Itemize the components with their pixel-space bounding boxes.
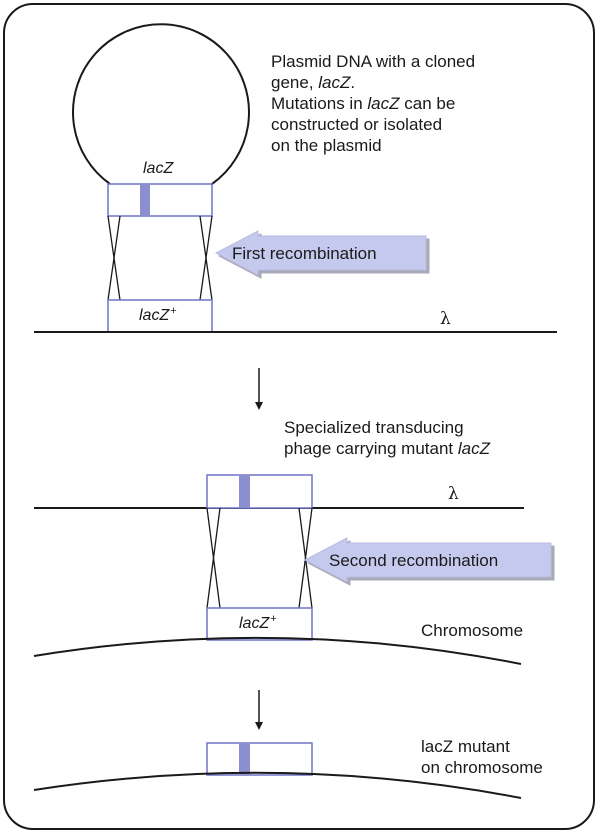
transducing-caption-line-2: phage carrying mutant lacZ [284,438,490,459]
plasmid-description-line-2: gene, lacZ. [271,72,355,93]
plasmid-description-gene: lacZ [318,73,351,92]
chromosome-curve-bottom [33,771,522,799]
plasmid-mutation-band [140,184,150,216]
transducing-mutation-band [239,475,250,508]
mutant-caption-line-2: on chromosome [421,758,543,777]
chromosome-lacz-sup: + [270,613,277,625]
plasmid-description-text: gene, [271,73,319,92]
plasmid-lacz-box [107,183,213,217]
figure-frame [3,3,595,830]
second-recombination-label: Second recombination [329,551,499,570]
plasmid-description-line-5: on the plasmid [271,136,382,155]
step-arrow-2-head [255,722,263,730]
plasmid-description-line-1: Plasmid DNA with a cloned [271,52,476,71]
crossover-line-top-left-2 [107,215,121,301]
mutations-gene: lacZ [367,94,400,113]
first-recombination-label: First recombination [232,244,377,263]
mutations-text-end: can be [399,94,456,113]
chromosome-lacz-plus-box [206,607,313,641]
plasmid-description-period: . [350,73,356,92]
chromosome-curve-middle [33,636,522,665]
final-mutation-band [239,743,250,775]
chromosome-label: Chromosome [421,621,524,640]
lambda-symbol-middle: λ [448,484,459,504]
chromosome-lacz-plus-label: lacZ+ [239,613,277,633]
transducing-phage-lacz-box [206,474,313,509]
crossover-line-mid-left-2 [206,507,221,609]
lambda-symbol-top: λ [440,309,451,329]
first-recombination-arrow [214,230,427,276]
chromosome-lacz-text: lacZ [239,615,270,632]
crossover-line-top-right-2 [199,215,213,301]
phage-lacz-plus-label: lacZ+ [139,305,177,325]
crossover-line-mid-right-2 [298,507,313,609]
plasmid-description-line-3: Mutations in lacZ can be [271,93,455,114]
phage-lacz-sup: + [170,305,177,317]
transducing-caption-gene: lacZ [457,439,491,458]
phage-lacz-plus-box [107,299,213,333]
second-recombination-arrow [303,537,552,583]
phage-lacz-text: lacZ [139,307,170,324]
plasmid-lacz-label: lacZ [143,160,174,177]
final-lacz-mutant-box [206,742,313,776]
transducing-caption-line-1: Specialized transducing [284,418,464,437]
step-arrow-1-head [255,402,263,410]
mutant-caption-line-1: lacZ mutant [421,737,510,756]
mutations-text: Mutations in [271,94,368,113]
transducing-caption-text: phage carrying mutant [284,439,458,458]
plasmid-circle [72,23,250,185]
plasmid-description-line-4: constructed or isolated [271,115,443,134]
